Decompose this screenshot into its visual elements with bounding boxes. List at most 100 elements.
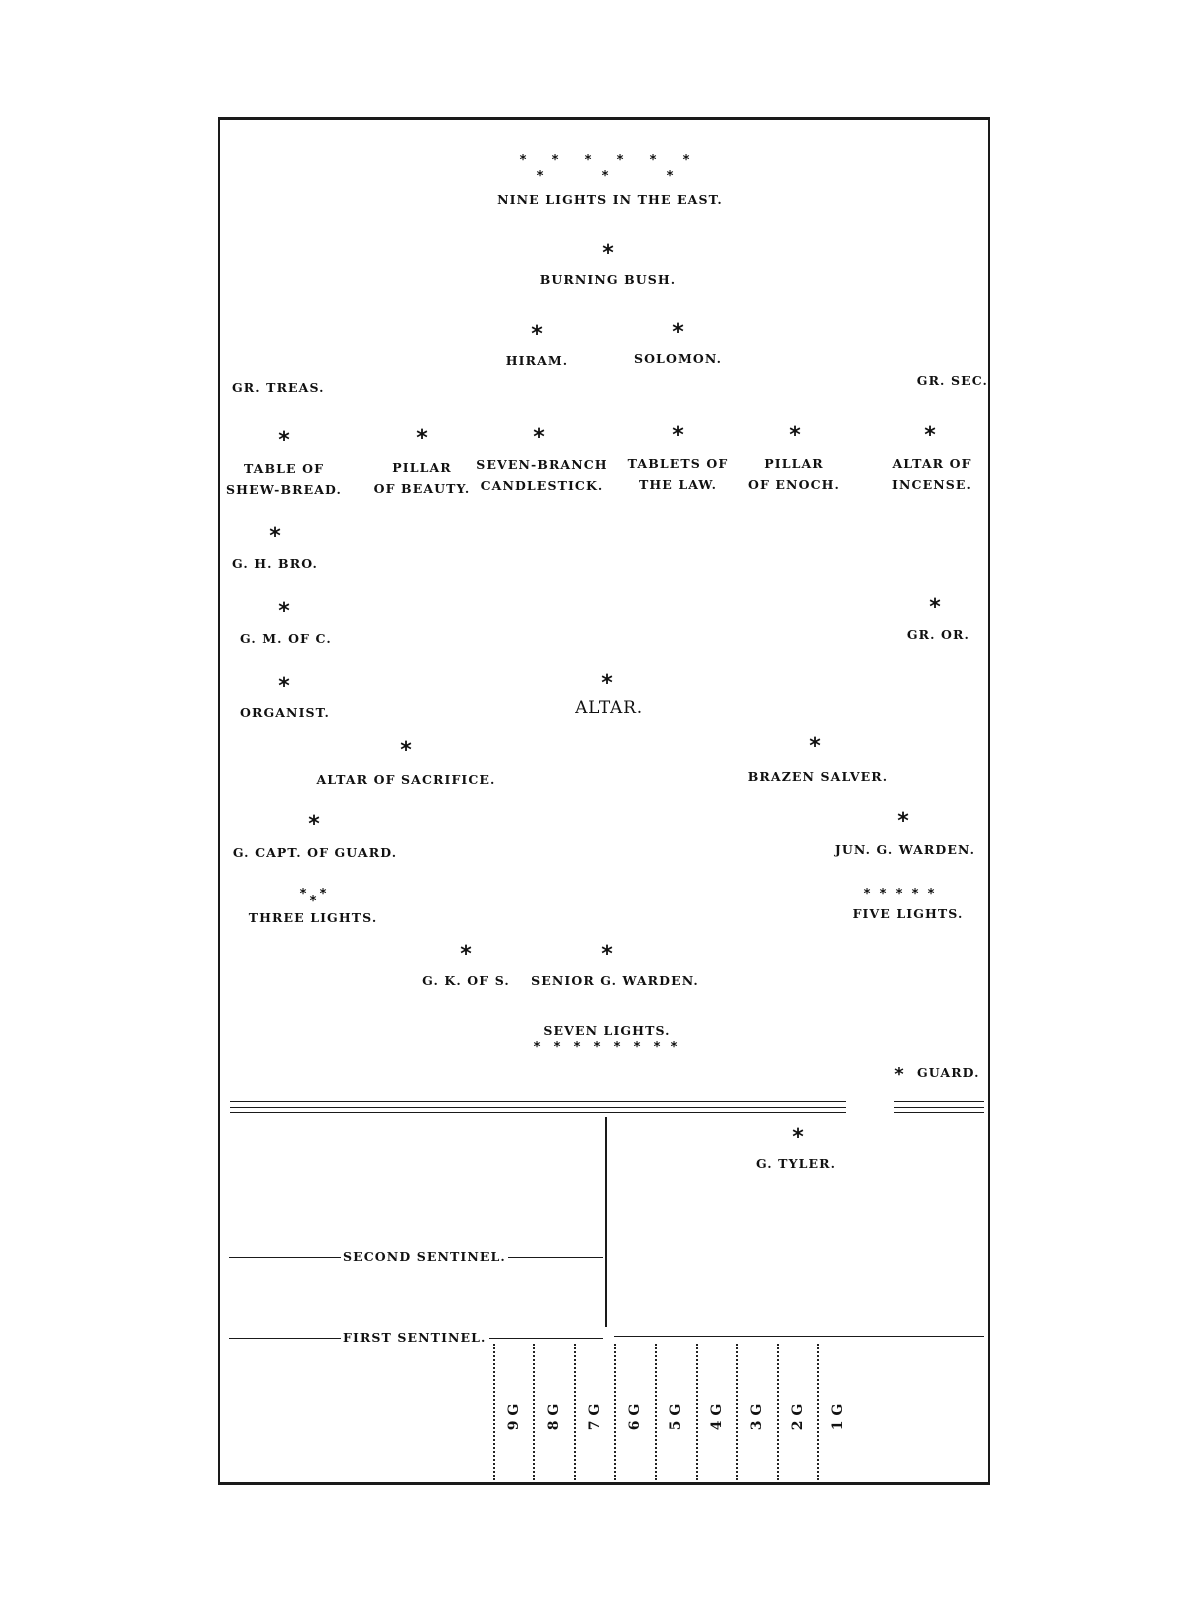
- shew-bread-label-1: TABLE OF: [243, 461, 325, 476]
- seven-lights-label: SEVEN LIGHTS.: [543, 1023, 671, 1038]
- burning-bush-label: BURNING BUSH.: [539, 272, 677, 287]
- g-k-of-s-star: *: [460, 942, 472, 967]
- five-light-star: *: [863, 887, 871, 902]
- guard-dotted-line: [696, 1344, 698, 1480]
- gr-or-label: GR. OR.: [906, 627, 970, 642]
- g-capt-of-guard-label: G. CAPT. OF GUARD.: [232, 845, 398, 860]
- brazen-salver-star: *: [809, 734, 821, 759]
- brazen-salver-label: BRAZEN SALVER.: [747, 769, 889, 784]
- g-capt-of-guard-star: *: [308, 812, 320, 837]
- g-h-bro-label: G. H. BRO.: [232, 556, 318, 571]
- three-light-star: *: [309, 894, 317, 909]
- solomon-star: *: [672, 320, 684, 345]
- guard-label: GUARD.: [917, 1065, 980, 1080]
- guard-label: 2 G: [790, 1403, 806, 1431]
- seven-light-star: *: [553, 1040, 561, 1055]
- guard-label: 5 G: [668, 1403, 684, 1431]
- hiram-star: *: [531, 322, 543, 347]
- divider-line-right-bottom: [894, 1112, 984, 1113]
- tablets-of-law-label-1: TABLETS OF: [627, 456, 729, 471]
- first-sentinel-label: FIRST SENTINEL.: [341, 1330, 489, 1346]
- gr-sec-label: GR. SEC.: [916, 373, 988, 388]
- pillar-of-beauty-label-1: PILLAR: [392, 460, 452, 475]
- altar-of-incense-label-2: INCENSE.: [892, 477, 972, 492]
- diagram-frame: [218, 117, 990, 1485]
- senior-g-warden-star: *: [601, 942, 613, 967]
- guard-label: 9 G: [506, 1403, 522, 1431]
- pillar-of-enoch-label-1: PILLAR: [764, 456, 824, 471]
- guard-label: 6 G: [627, 1403, 643, 1431]
- five-light-star: *: [895, 887, 903, 902]
- hiram-label: HIRAM.: [505, 353, 569, 368]
- nine-lights-label: NINE LIGHTS IN THE EAST.: [497, 192, 723, 207]
- five-light-star: *: [911, 887, 919, 902]
- east-light-star: *: [616, 153, 624, 168]
- burning-bush-star: *: [602, 241, 614, 266]
- altar-label: ALTAR.: [575, 698, 643, 718]
- jun-g-warden-label: JUN. G. WARDEN.: [834, 842, 976, 857]
- guard-label: 3 G: [749, 1403, 765, 1431]
- candlestick-label-2: CANDLESTICK.: [480, 478, 604, 493]
- guard-dotted-line: [655, 1344, 657, 1480]
- organist-star: *: [278, 674, 290, 699]
- guard-dotted-line: [777, 1344, 779, 1480]
- east-light-star: *: [601, 169, 609, 184]
- jun-g-warden-star: *: [897, 809, 909, 834]
- g-m-of-c-label: G. M. OF C.: [240, 631, 332, 646]
- guard-label: 7 G: [587, 1403, 603, 1431]
- five-lights-label: FIVE LIGHTS.: [852, 906, 964, 921]
- seven-light-star: *: [593, 1040, 601, 1055]
- tablets-of-law-star: *: [672, 423, 684, 448]
- guard-label: 1 G: [830, 1403, 846, 1431]
- altar-of-incense-label-1: ALTAR OF: [892, 456, 972, 471]
- five-light-star: *: [879, 887, 887, 902]
- guard-star: *: [894, 1064, 904, 1085]
- seven-light-star: *: [670, 1040, 678, 1055]
- altar-star: *: [601, 671, 613, 696]
- guard-dotted-line: [533, 1344, 535, 1480]
- senior-g-warden-label: SENIOR G. WARDEN.: [531, 973, 699, 988]
- three-light-star: *: [319, 887, 327, 902]
- gr-treas-label: GR. TREAS.: [232, 380, 325, 395]
- tablets-of-law-label-2: THE LAW.: [638, 477, 718, 492]
- east-light-star: *: [584, 153, 592, 168]
- divider-line-middle: [230, 1107, 846, 1108]
- seven-light-star: *: [573, 1040, 581, 1055]
- g-k-of-s-label: G. K. OF S.: [422, 973, 510, 988]
- g-tyler-star: *: [792, 1125, 804, 1150]
- pillar-of-beauty-label-2: OF BEAUTY.: [373, 481, 471, 496]
- guard-dotted-line: [493, 1344, 495, 1480]
- divider-line-bottom: [230, 1112, 846, 1113]
- altar-of-incense-star: *: [924, 423, 936, 448]
- divider-line-right-middle: [894, 1107, 984, 1108]
- first-sentinel-line-right: [614, 1336, 984, 1337]
- three-light-star: *: [299, 887, 307, 902]
- east-light-star: *: [551, 153, 559, 168]
- seven-light-star: *: [633, 1040, 641, 1055]
- guard-label: 4 G: [709, 1403, 725, 1431]
- guard-dotted-line: [817, 1344, 819, 1480]
- altar-of-sacrifice-label: ALTAR OF SACRIFICE.: [316, 772, 496, 787]
- east-light-star: *: [682, 153, 690, 168]
- east-light-star: *: [536, 169, 544, 184]
- three-lights-label: THREE LIGHTS.: [248, 910, 378, 925]
- g-tyler-label: G. TYLER.: [755, 1156, 837, 1171]
- seven-light-star: *: [653, 1040, 661, 1055]
- guard-dotted-line: [736, 1344, 738, 1480]
- east-light-star: *: [649, 153, 657, 168]
- second-sentinel-label: SECOND SENTINEL.: [341, 1249, 508, 1265]
- east-light-star: *: [666, 169, 674, 184]
- candlestick-star: *: [533, 425, 545, 450]
- divider-line-top: [230, 1101, 846, 1102]
- candlestick-label-1: SEVEN-BRANCH: [476, 457, 608, 472]
- seven-light-star: *: [613, 1040, 621, 1055]
- pillar-of-enoch-star: *: [789, 423, 801, 448]
- pillar-of-enoch-label-2: OF ENOCH.: [748, 477, 840, 492]
- east-light-star: *: [519, 153, 527, 168]
- solomon-label: SOLOMON.: [633, 351, 723, 366]
- shew-bread-star: *: [278, 428, 290, 453]
- g-m-of-c-star: *: [278, 599, 290, 624]
- organist-label: ORGANIST.: [240, 705, 330, 720]
- five-light-star: *: [927, 887, 935, 902]
- guard-dotted-line: [574, 1344, 576, 1480]
